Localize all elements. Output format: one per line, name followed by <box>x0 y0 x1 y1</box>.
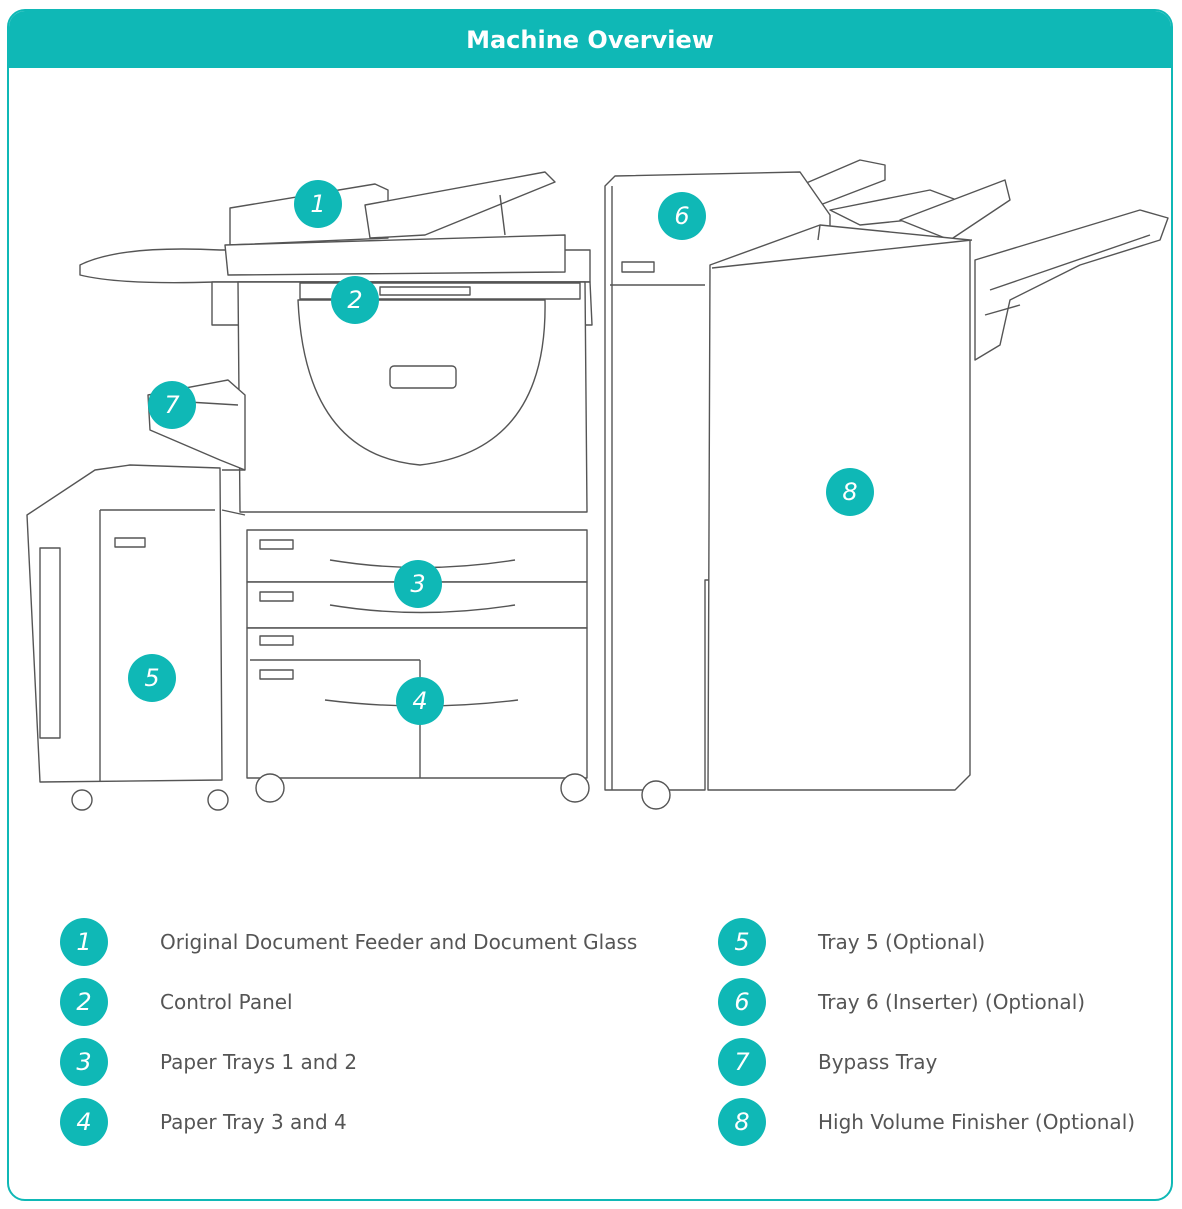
callout-2: 2 <box>331 276 379 324</box>
legend-item-5: 5 Tray 5 (Optional) <box>718 918 985 966</box>
legend-badge: 3 <box>60 1038 108 1086</box>
svg-text:8: 8 <box>842 478 857 506</box>
machine-illustration: 1 2 3 4 5 6 7 8 <box>0 0 1182 880</box>
legend-item-4: 4 Paper Tray 3 and 4 <box>60 1098 347 1146</box>
legend-badge: 1 <box>60 918 108 966</box>
callout-5: 5 <box>128 654 176 702</box>
legend-item-8: 8 High Volume Finisher (Optional) <box>718 1098 1135 1146</box>
legend-item-6: 6 Tray 6 (Inserter) (Optional) <box>718 978 1085 1026</box>
legend-badge: 7 <box>718 1038 766 1086</box>
legend-item-2: 2 Control Panel <box>60 978 293 1026</box>
legend-item-1: 1 Original Document Feeder and Document … <box>60 918 637 966</box>
svg-text:1: 1 <box>310 190 325 218</box>
callout-8: 8 <box>826 468 874 516</box>
callout-1: 1 <box>294 180 342 228</box>
legend-badge: 2 <box>60 978 108 1026</box>
legend-badge: 8 <box>718 1098 766 1146</box>
legend-item-7: 7 Bypass Tray <box>718 1038 937 1086</box>
callout-7: 7 <box>148 381 196 429</box>
legend-label: High Volume Finisher (Optional) <box>818 1110 1135 1134</box>
legend-label: Tray 6 (Inserter) (Optional) <box>818 990 1085 1014</box>
legend-badge: 5 <box>718 918 766 966</box>
svg-text:5: 5 <box>144 664 159 692</box>
legend-label: Tray 5 (Optional) <box>818 930 985 954</box>
svg-text:3: 3 <box>410 570 425 598</box>
legend-label: Paper Tray 3 and 4 <box>160 1110 347 1134</box>
legend-label: Bypass Tray <box>818 1050 937 1074</box>
legend-label: Paper Trays 1 and 2 <box>160 1050 357 1074</box>
legend-label: Original Document Feeder and Document Gl… <box>160 930 637 954</box>
legend-badge: 6 <box>718 978 766 1026</box>
svg-text:7: 7 <box>164 391 180 419</box>
inserter-wheel <box>642 781 670 809</box>
callout-3: 3 <box>394 560 442 608</box>
callout-6: 6 <box>658 192 706 240</box>
svg-text:2: 2 <box>347 286 362 314</box>
legend-label: Control Panel <box>160 990 293 1014</box>
callout-4: 4 <box>396 677 444 725</box>
svg-text:4: 4 <box>412 687 427 715</box>
legend-item-3: 3 Paper Trays 1 and 2 <box>60 1038 357 1086</box>
svg-text:6: 6 <box>674 202 689 230</box>
legend-badge: 4 <box>60 1098 108 1146</box>
door-handle <box>390 366 456 388</box>
feeder-input-tray <box>365 172 555 238</box>
